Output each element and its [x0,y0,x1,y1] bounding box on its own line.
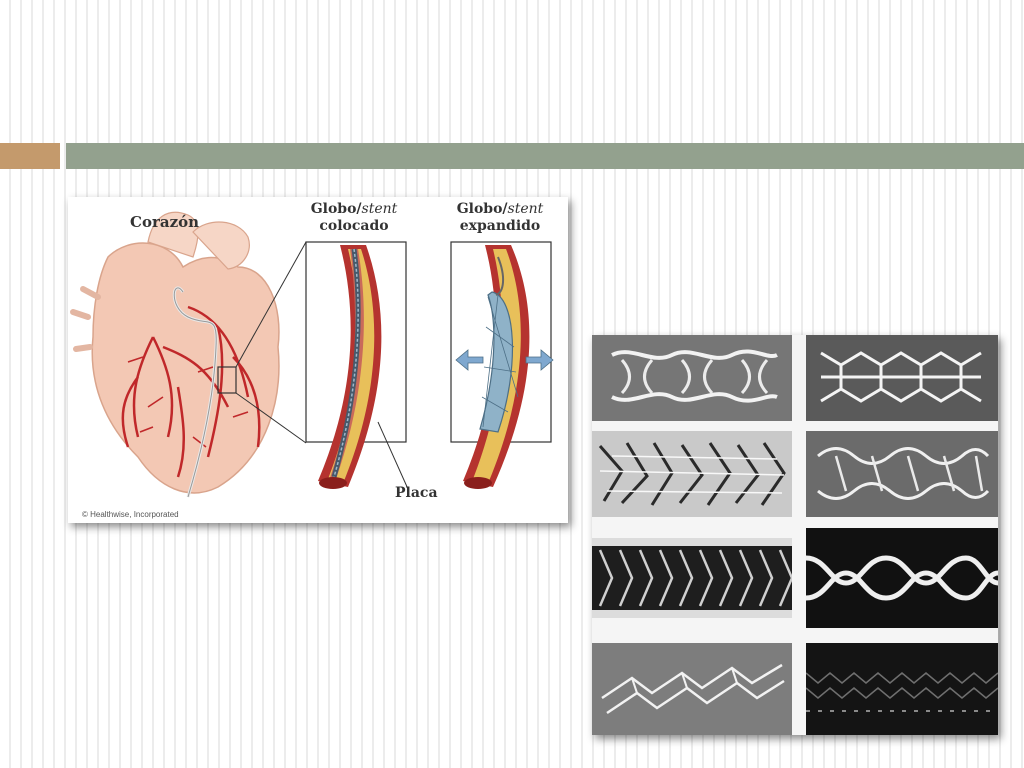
arrow-right-icon [525,349,554,371]
stent-photo-4 [806,431,998,517]
heart-stent-illustration: Corazón Globo/stent colocado Globo/stent… [68,197,568,523]
label-stent-expanded-line2: expandido [459,218,541,234]
label-stent-expanded-word: Globo/ [456,201,508,217]
heart-icon [70,211,280,498]
stent-photo-6 [806,528,998,628]
stent-photo-7 [592,643,792,735]
label-stent-expanded: Globo/stent expandido [440,201,560,235]
label-heart: Corazón [130,213,199,231]
stent-photo-5 [592,538,792,618]
label-stent-placed-line2: colocado [319,218,389,234]
title-accent-bar-right [66,143,1024,169]
label-stent-placed: Globo/stent colocado [294,201,414,235]
label-plaque: Placa [395,485,438,501]
stent-photo-1 [592,335,792,421]
title-accent-bar-left [0,143,60,169]
label-stent-placed-word: Globo/ [310,201,362,217]
stent-photo-3 [592,431,792,517]
zoom-box [217,366,237,394]
stent-photo-grid [592,335,998,735]
arrow-left-icon [455,349,484,371]
label-stent-expanded-italic: stent [507,201,544,217]
label-stent-placed-italic: stent [361,201,398,217]
image-credit: © Healthwise, Incorporated [82,510,179,519]
stent-photo-2 [806,335,998,421]
heart-drawing [70,211,554,498]
stent-photo-8 [806,643,998,735]
